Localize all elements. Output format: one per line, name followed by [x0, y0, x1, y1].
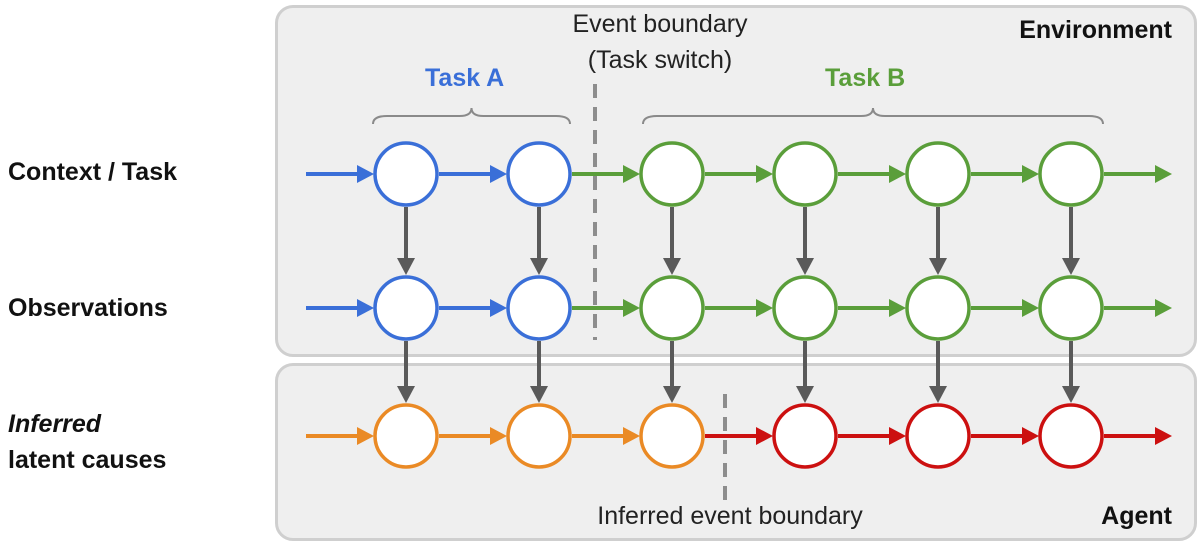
arrow-inferred-4-to-5: [838, 427, 906, 445]
vertical-arrow-context-to-obs-5: [929, 207, 947, 275]
vertical-arrow-obs-to-inferred-6: [1062, 341, 1080, 403]
arrow-in-inferred: [306, 427, 374, 445]
node-observations-5: [905, 275, 971, 341]
event-boundary-label-line2: (Task switch): [587, 46, 733, 74]
vertical-arrow-obs-to-inferred-5: [929, 341, 947, 403]
row-label-context: Context / Task: [8, 158, 178, 186]
vertical-arrow-context-to-obs-3: [663, 207, 681, 275]
node-inferred-2: [506, 403, 572, 469]
vertical-arrow-obs-to-inferred-1: [397, 341, 415, 403]
node-inferred-4: [772, 403, 838, 469]
node-inferred-3: [639, 403, 705, 469]
agent-label: Agent: [1101, 502, 1172, 530]
arrow-in-context: [306, 165, 374, 183]
node-context-6: [1038, 141, 1104, 207]
arrow-out-inferred: [1104, 427, 1172, 445]
arrow-context-4-to-5: [838, 165, 906, 183]
inferred-boundary-label: Inferred event boundary: [597, 502, 863, 530]
arrow-inferred-3-to-4: [705, 427, 773, 445]
task-a-bracket: [372, 107, 571, 125]
vertical-arrow-context-to-obs-1: [397, 207, 415, 275]
arrow-out-context: [1104, 165, 1172, 183]
row-label-latent-causes: latent causes: [8, 446, 167, 474]
vertical-arrow-context-to-obs-4: [796, 207, 814, 275]
node-inferred-6: [1038, 403, 1104, 469]
vertical-arrow-obs-to-inferred-3: [663, 341, 681, 403]
row-label-inferred-italic: Inferred: [8, 410, 102, 438]
arrow-context-5-to-6: [971, 165, 1039, 183]
arrow-inferred-1-to-2: [439, 427, 507, 445]
node-context-5: [905, 141, 971, 207]
node-observations-4: [772, 275, 838, 341]
arrow-in-observations: [306, 299, 374, 317]
event-boundary-label-line1: Event boundary: [572, 10, 748, 38]
vertical-arrow-obs-to-inferred-4: [796, 341, 814, 403]
row-label-observations: Observations: [8, 294, 168, 322]
arrow-observations-1-to-2: [439, 299, 507, 317]
node-observations-2: [506, 275, 572, 341]
arrow-observations-3-to-4: [705, 299, 773, 317]
node-inferred-1: [373, 403, 439, 469]
arrow-observations-5-to-6: [971, 299, 1039, 317]
vertical-arrow-context-to-obs-2: [530, 207, 548, 275]
node-observations-1: [373, 275, 439, 341]
arrow-context-1-to-2: [439, 165, 507, 183]
arrow-observations-2-to-3: [572, 299, 640, 317]
node-observations-3: [639, 275, 705, 341]
node-context-2: [506, 141, 572, 207]
environment-label: Environment: [1019, 16, 1172, 44]
node-context-4: [772, 141, 838, 207]
task-a-label: Task A: [425, 64, 505, 92]
vertical-arrow-context-to-obs-6: [1062, 207, 1080, 275]
arrow-out-observations: [1104, 299, 1172, 317]
arrow-inferred-2-to-3: [572, 427, 640, 445]
node-inferred-5: [905, 403, 971, 469]
node-observations-6: [1038, 275, 1104, 341]
arrow-inferred-5-to-6: [971, 427, 1039, 445]
arrow-context-2-to-3: [572, 165, 640, 183]
node-context-3: [639, 141, 705, 207]
task-b-label: Task B: [825, 64, 906, 92]
task-b-bracket: [642, 107, 1104, 125]
vertical-arrow-obs-to-inferred-2: [530, 341, 548, 403]
node-context-1: [373, 141, 439, 207]
arrow-context-3-to-4: [705, 165, 773, 183]
arrow-observations-4-to-5: [838, 299, 906, 317]
